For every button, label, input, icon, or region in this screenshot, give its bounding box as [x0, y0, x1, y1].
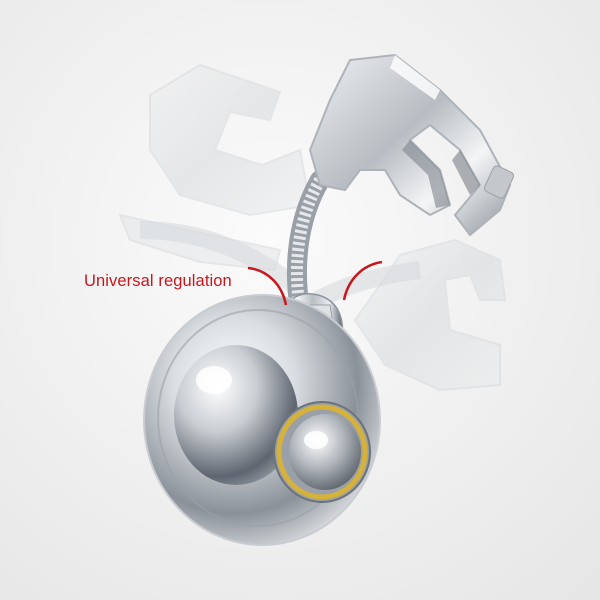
- gold-ring: [276, 404, 368, 500]
- ghost-hose-right: [313, 261, 422, 308]
- shower-clip: [308, 53, 515, 237]
- ghost-hose-left: [139, 221, 306, 298]
- pivot-knob: [273, 401, 371, 503]
- universal-regulation-label: Universal regulation: [84, 272, 232, 290]
- regulation-arc-right: [342, 260, 383, 301]
- regulation-arc-left: [247, 266, 288, 306]
- flexible-neck: [286, 170, 330, 320]
